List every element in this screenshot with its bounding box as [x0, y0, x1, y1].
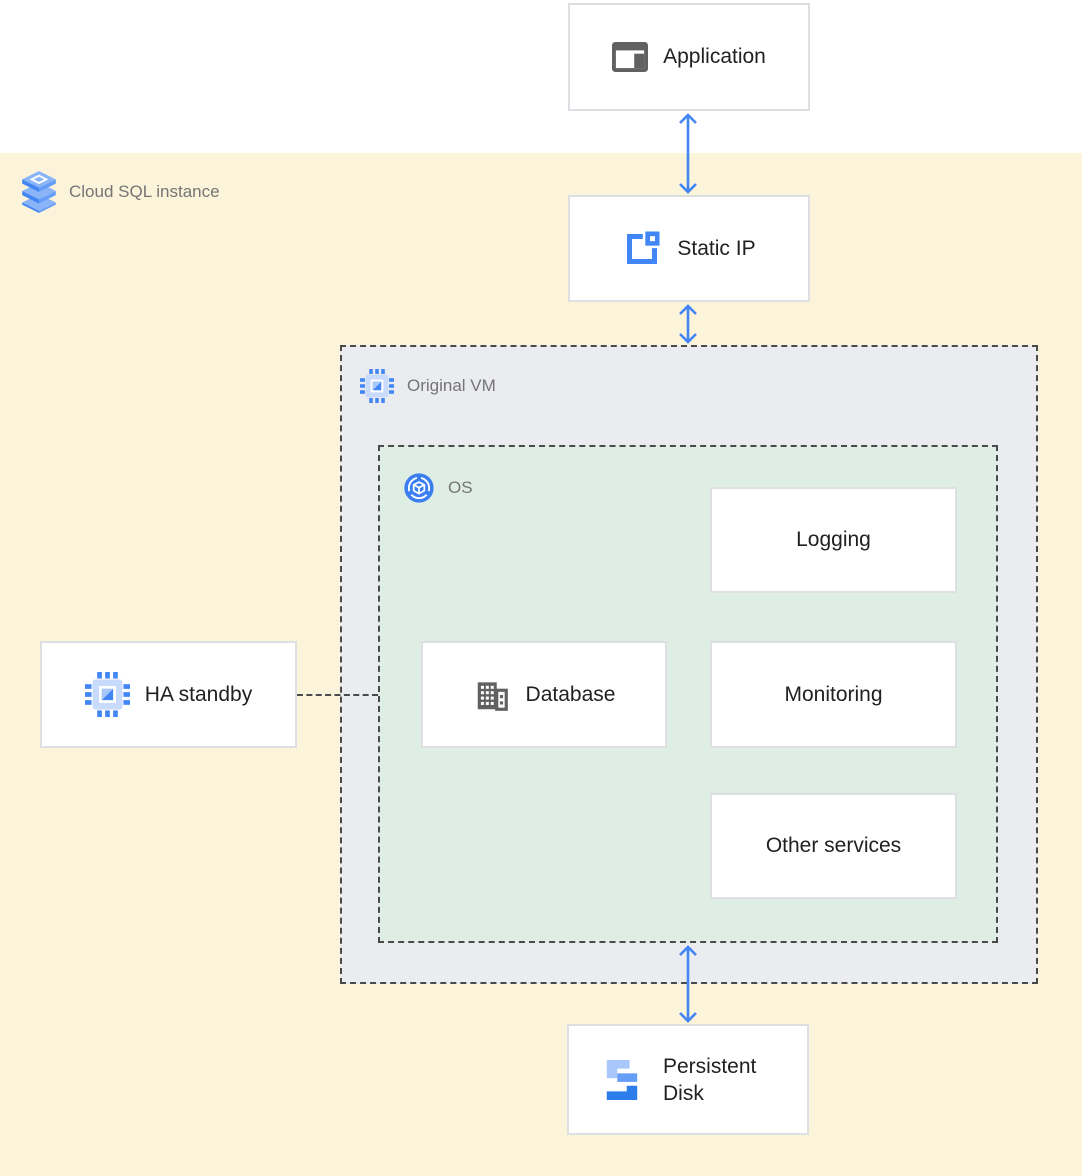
os-zone-label: OS	[403, 472, 473, 504]
persistent-disk-node: Persistent Disk	[567, 1024, 809, 1135]
static-ip-node: Static IP	[568, 195, 810, 302]
compute-engine-icon	[360, 369, 394, 403]
connector-hastandby-os	[297, 694, 378, 696]
original-vm-zone-label: Original VM	[360, 369, 496, 403]
logging-node: Logging	[710, 487, 957, 593]
arrow-staticip-vm	[675, 303, 701, 345]
ha-standby-node-label: HA standby	[144, 682, 253, 706]
monitoring-node-label: Monitoring	[784, 682, 883, 706]
database-node: Database	[421, 641, 667, 748]
database-node-label: Database	[525, 682, 616, 706]
other-services-node-label: Other services	[765, 834, 902, 857]
ha-standby-node: HA standby	[40, 641, 297, 748]
os-zone-label-text: OS	[448, 478, 473, 497]
cloud-sql-zone-label: Cloud SQL instance	[22, 171, 220, 213]
application-icon	[612, 42, 649, 72]
original-vm-zone-label-text: Original VM	[407, 376, 496, 395]
cloud-sql-icon	[22, 171, 56, 213]
application-node: Application	[568, 3, 810, 111]
monitoring-node: Monitoring	[710, 641, 957, 748]
static-ip-icon	[622, 229, 662, 269]
arrow-application-staticip	[675, 112, 701, 195]
compute-engine-icon	[84, 672, 130, 717]
cloud-sql-zone-label-text: Cloud SQL instance	[69, 182, 220, 201]
other-services-node: Other services	[710, 793, 957, 899]
os-icon	[403, 472, 435, 504]
database-icon	[473, 676, 511, 714]
application-node-label: Application	[663, 45, 766, 68]
static-ip-node-label: Static IP	[677, 236, 756, 260]
persistent-disk-icon	[603, 1055, 641, 1105]
persistent-disk-node-label: Persistent Disk	[663, 1054, 757, 1105]
arrow-os-persistentdisk	[675, 944, 701, 1024]
logging-node-label: Logging	[796, 528, 871, 551]
